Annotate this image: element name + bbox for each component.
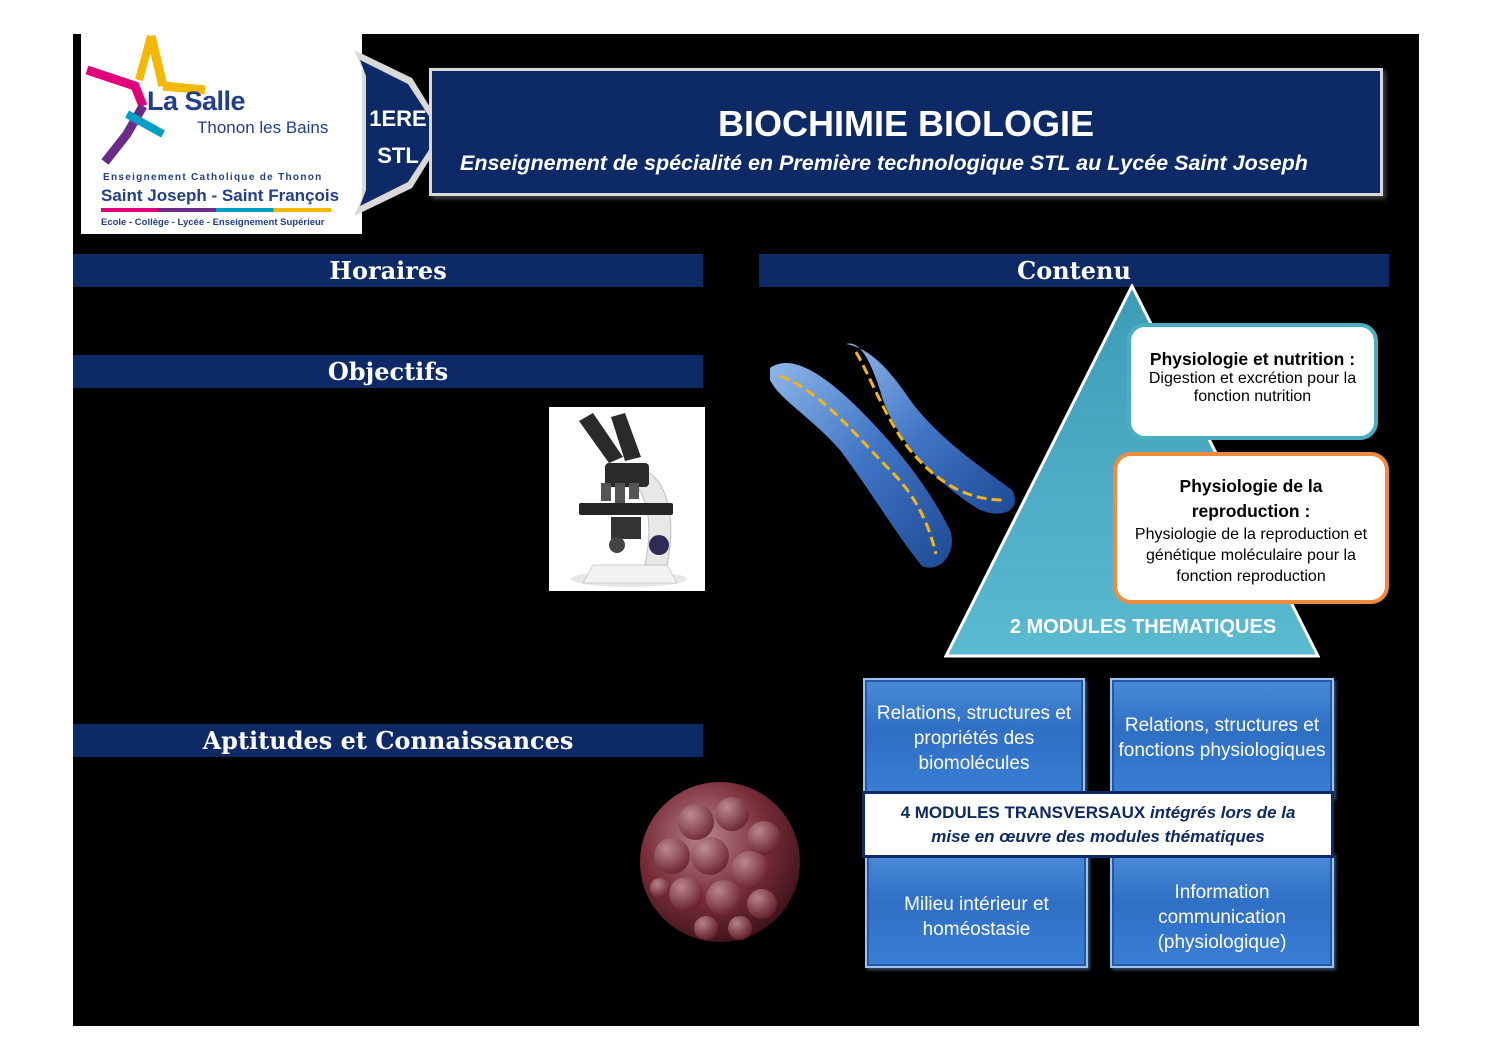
school-logo: La Salle Thonon les Bains Enseignement C…: [81, 34, 362, 234]
page-subtitle: Enseignement de spécialité en Première t…: [460, 151, 1308, 175]
page-title: BIOCHIMIE BIOLOGIE: [717, 103, 1094, 144]
logo-city: Thonon les Bains: [197, 118, 329, 137]
transversal-modules-box: 4 MODULES TRANSVERSAUX intégrés lors de …: [862, 791, 1334, 858]
level-badge: 1ERE STL: [360, 100, 436, 174]
transversal-line-2: mise en œuvre des modules thématiques: [865, 825, 1331, 849]
microscope-image: [549, 407, 705, 591]
level-year: 1ERE: [369, 106, 427, 131]
section-aptitudes: Aptitudes et Connaissances: [73, 724, 703, 757]
section-objectifs: Objectifs: [73, 355, 703, 388]
tile-biomolecules: Relations, structures et propriétés des …: [863, 678, 1085, 798]
level-track: STL: [377, 143, 419, 168]
module-reproduction-body: Physiologie de la reproduction et généti…: [1134, 526, 1368, 585]
section-horaires: Horaires: [73, 254, 703, 287]
module-nutrition-box: Physiologie et nutrition : Digestion et …: [1127, 323, 1378, 440]
thematic-modules-label: 2 MODULES THEMATIQUES: [1009, 616, 1277, 638]
transversal-italic-1: intégrés lors de la: [1149, 803, 1296, 822]
tile-physiological-functions: Relations, structures et fonctions physi…: [1110, 678, 1334, 798]
module-reproduction-heading: Physiologie de la reproduction :: [1179, 476, 1323, 521]
module-nutrition-body: Digestion et excrétion pour la fonction …: [1148, 370, 1357, 405]
logo-network: Enseignement Catholique de Thonon: [103, 172, 323, 183]
transversal-italic-2: mise en œuvre des modules thématiques: [931, 827, 1265, 846]
section-contenu: Contenu: [759, 254, 1389, 287]
logo-name: La Salle: [147, 86, 246, 116]
title-banner: BIOCHIMIE BIOLOGIE Enseignement de spéci…: [429, 68, 1383, 196]
module-reproduction-box: Physiologie de la reproduction : Physiol…: [1113, 452, 1389, 604]
transversal-line-1: 4 MODULES TRANSVERSAUX intégrés lors de …: [865, 801, 1331, 825]
chevron-badge-icon: [354, 50, 446, 216]
cell-embryo-image: [640, 782, 800, 942]
tile-homeostasis: Milieu intérieur et homéostasie: [865, 852, 1088, 968]
chromosome-image: [770, 343, 1016, 568]
logo-schools: Saint Joseph - Saint François: [101, 186, 340, 205]
star-logo-icon: [85, 34, 206, 165]
transversal-bold: 4 MODULES TRANSVERSAUX: [900, 803, 1146, 822]
module-nutrition-heading: Physiologie et nutrition :: [1149, 349, 1356, 369]
logo-color-bar: [101, 208, 331, 212]
logo-tagline: Ecole - Collège - Lycée - Enseignement S…: [101, 217, 325, 228]
tile-communication: Information communication (physiologique…: [1110, 852, 1334, 968]
